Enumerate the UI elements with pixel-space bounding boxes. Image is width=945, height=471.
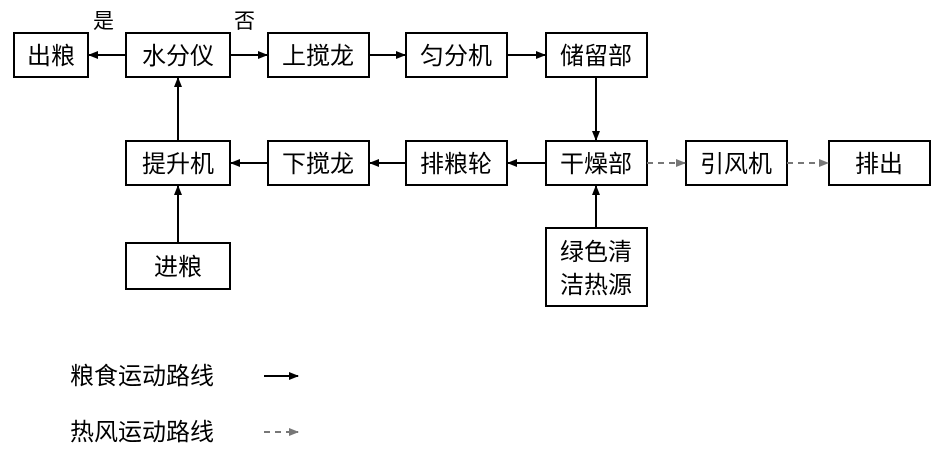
node-tishengji: 提升机 [125,140,231,186]
node-paiyanglun-label: 排粮轮 [420,150,492,178]
legend: 粮食运动路线 热风运动路线 [70,362,299,446]
node-reyuan-label-line1: 绿色清 [560,238,632,266]
legend-grain-route-label: 粮食运动路线 [70,362,214,390]
node-reyuan: 绿色清 洁热源 [545,227,648,307]
node-shuifenyi-label: 水分仪 [142,42,214,70]
node-xiajiaolong-label: 下搅龙 [282,150,354,178]
node-ganzaobu: 干燥部 [545,140,648,186]
node-chuliubu: 储留部 [545,32,648,78]
node-paichu-label: 排出 [855,150,903,178]
node-yunfenji-label: 匀分机 [420,42,492,70]
node-yinfengji: 引风机 [685,140,788,186]
node-reyuan-label-line2: 洁热源 [560,271,632,299]
node-chuliang: 出粮 [13,32,89,78]
label-no: 否 [234,9,255,33]
node-paichu: 排出 [828,140,931,186]
node-yinfengji-label: 引风机 [700,150,772,178]
node-tishengji-label: 提升机 [142,150,214,178]
node-shangjiaolong: 上搅龙 [267,32,370,78]
node-xiajiaolong: 下搅龙 [267,140,370,186]
node-shuifenyi: 水分仪 [125,32,231,78]
node-yunfenji: 匀分机 [405,32,508,78]
node-jinliang-label: 进粮 [154,253,202,281]
node-chuliang-label: 出粮 [27,42,75,70]
node-jinliang: 进粮 [125,242,231,290]
node-shangjiaolong-label: 上搅龙 [282,42,354,70]
node-ganzaobu-label: 干燥部 [560,150,632,178]
label-yes: 是 [93,9,114,33]
legend-hot-air-route-label: 热风运动路线 [70,418,214,446]
node-chuliubu-label: 储留部 [560,42,632,70]
node-paiyanglun: 排粮轮 [405,140,508,186]
